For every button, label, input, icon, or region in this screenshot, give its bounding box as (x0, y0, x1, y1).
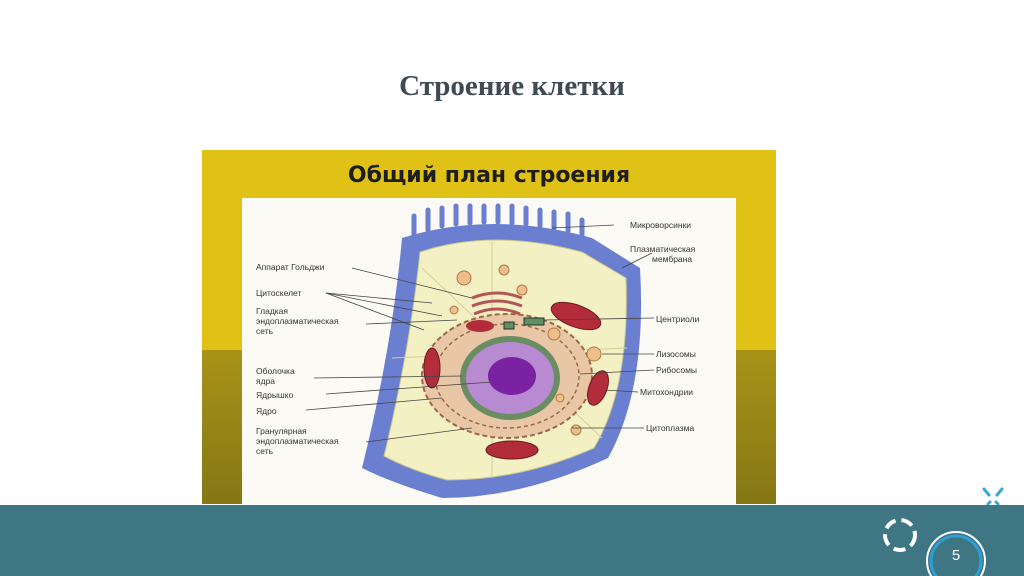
figure-title: Общий план строения (347, 163, 631, 188)
page-number: 5 (951, 547, 961, 564)
slide-title: Строение клетки (399, 70, 625, 102)
label-nuclear-envelope: ядра (256, 376, 276, 386)
leader-lines (305, 224, 655, 443)
cell-diagram (305, 203, 655, 498)
circle-ring-icon (883, 518, 917, 552)
label-rough-er: сеть (256, 446, 274, 456)
label-rough-er: эндоплазматическая (256, 436, 339, 446)
nucleolus (488, 357, 536, 395)
label-cytoskeleton: Цитоскелет (256, 288, 302, 298)
label-plasma-membrane: Плазматическая (630, 244, 696, 254)
label-ribosomes: Рибосомы (656, 365, 698, 375)
page-number-badge-icon (926, 531, 986, 576)
label-cytoplasm: Цитоплазма (646, 423, 695, 433)
label-smooth-er: сеть (256, 326, 274, 336)
decorative-mark-icon (982, 487, 1004, 506)
mitochondrion (587, 370, 609, 406)
mitochondrion (485, 440, 539, 460)
label-nucleus: Ядро (256, 406, 277, 416)
mitochondrion (550, 301, 602, 331)
mitochondrion (466, 320, 494, 332)
label-microvilli: Микроворсинки (630, 220, 692, 230)
golgi-apparatus (471, 291, 523, 316)
label-centrioles: Центриоли (656, 314, 700, 324)
label-nucleolus: Ядрышко (256, 390, 294, 400)
label-smooth-er: Гладкая (256, 306, 289, 316)
label-plasma-membrane: мембрана (652, 254, 693, 264)
cell-figure: Общий план строения (202, 150, 776, 504)
label-golgi: Аппарат Гольджи (256, 262, 325, 272)
figure-stripe-left (202, 350, 242, 504)
label-mitochondria: Митохондрии (640, 387, 694, 397)
label-lysosomes: Лизосомы (656, 349, 696, 359)
label-nuclear-envelope: Оболочка (256, 366, 295, 376)
figure-panel: Аппарат Гольджи Цитоскелет Гладкая эндоп… (242, 198, 736, 504)
microvilli (411, 203, 585, 239)
label-smooth-er: эндоплазматическая (256, 316, 339, 326)
figure-stripe-right (736, 350, 776, 504)
lysosomes (449, 264, 602, 436)
centriole (523, 317, 545, 326)
footer-bar (0, 505, 1024, 576)
mitochondrion (423, 347, 441, 389)
label-rough-er: Гранулярная (256, 426, 307, 436)
